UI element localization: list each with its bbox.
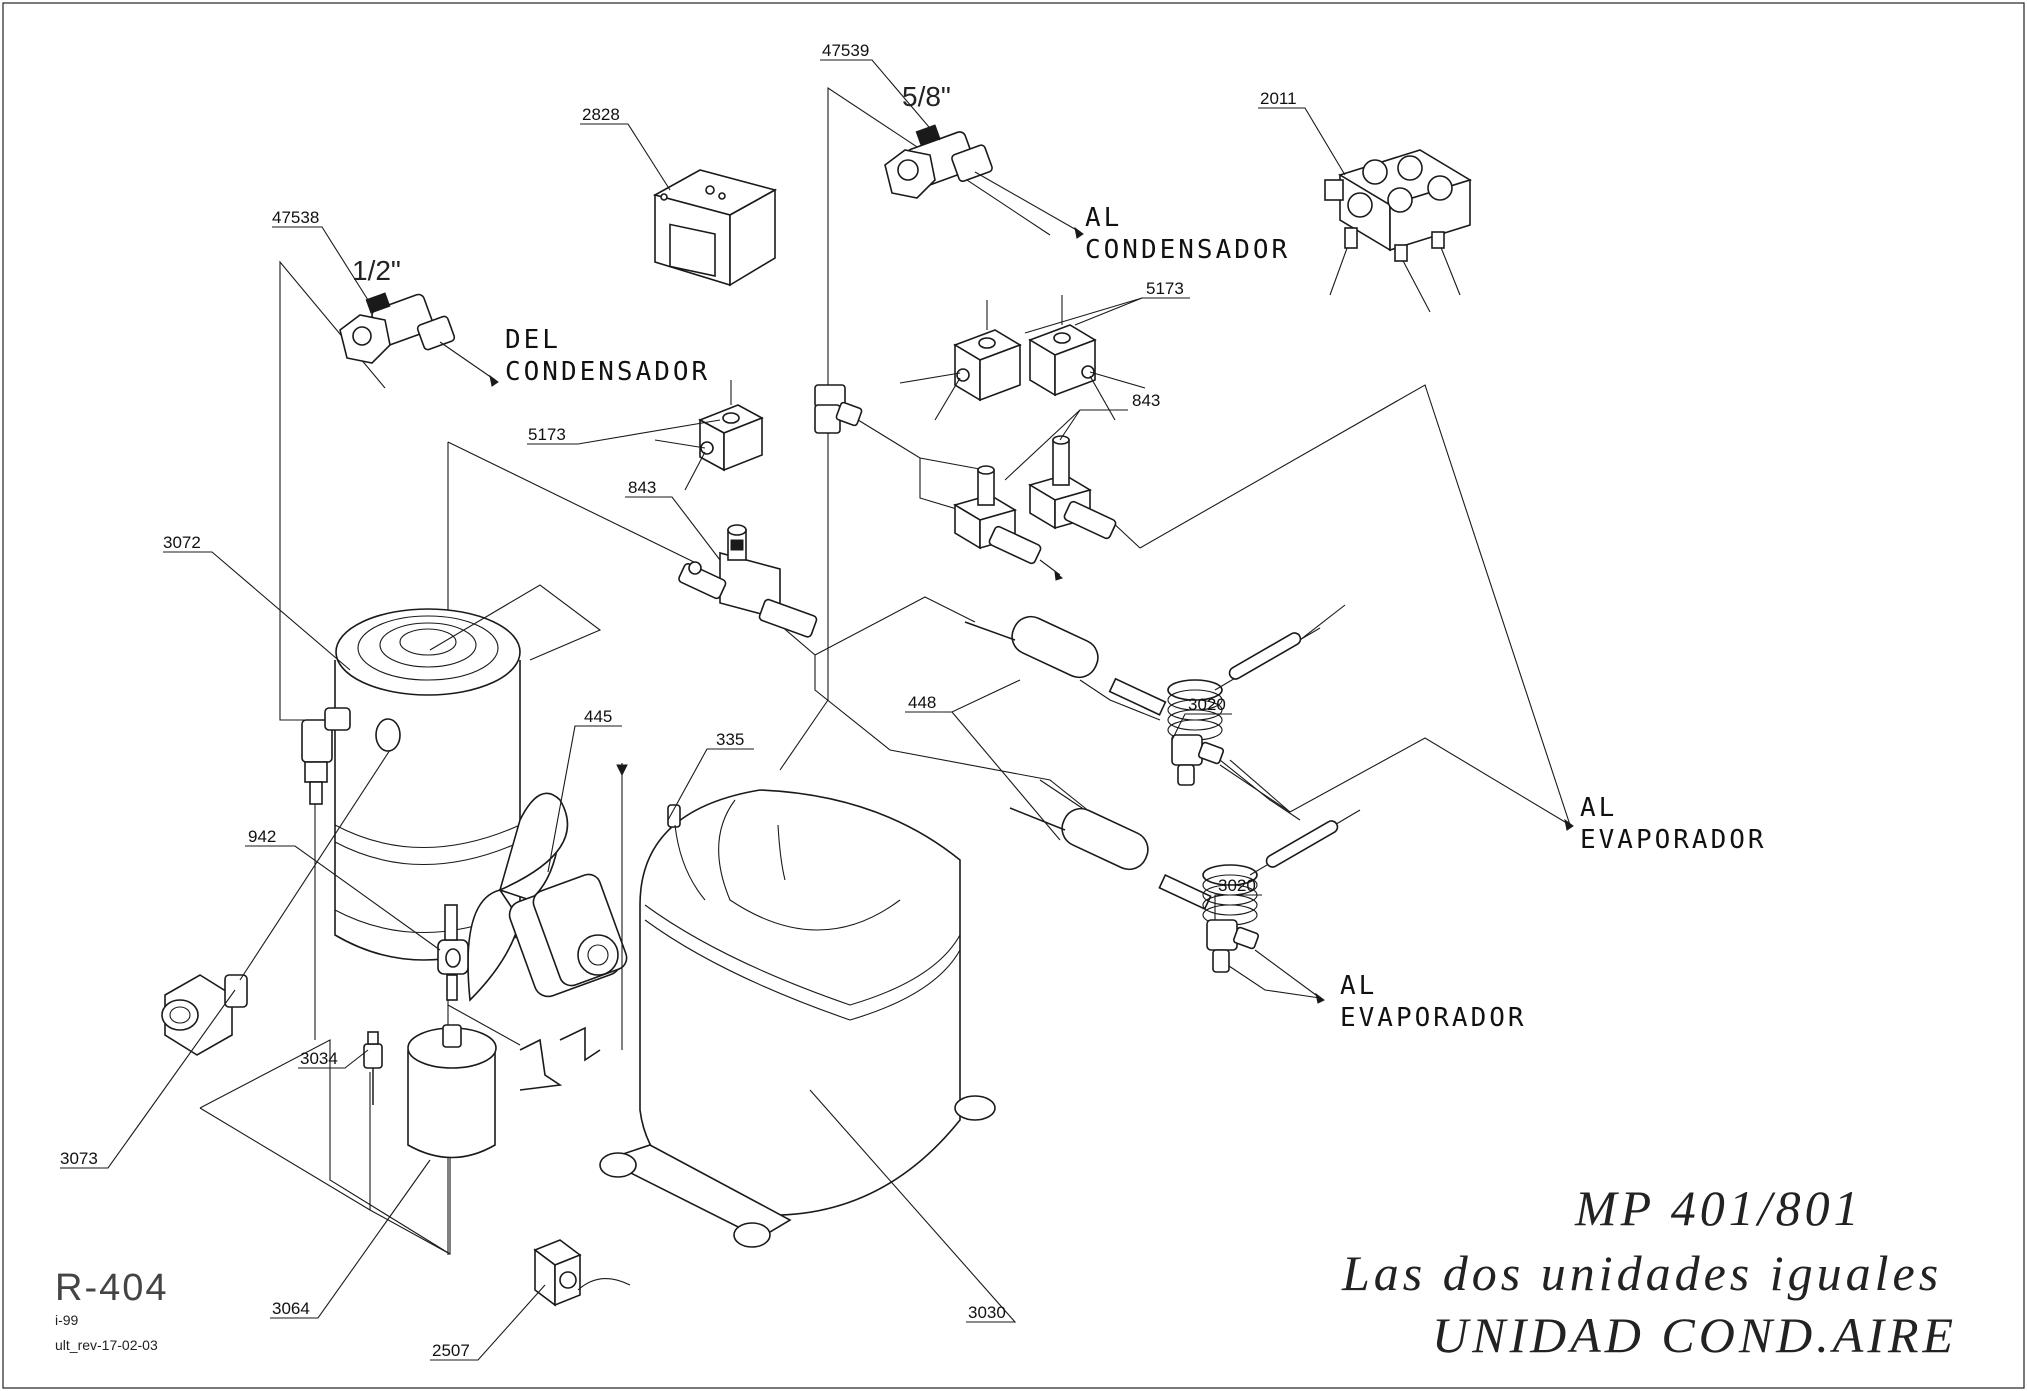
solenoid-valve-body-left [678, 524, 818, 638]
callout-2011: 2011 [1260, 89, 1297, 108]
solenoid-coil-left [654, 380, 764, 491]
double-solenoid-block [1324, 149, 1472, 313]
to-evaporator-b-line1: AL [1340, 971, 1377, 1001]
drawing-code: i-99 [55, 1312, 79, 1328]
unit-type-title: UNIDAD COND.AIRE [1432, 1307, 1957, 1363]
size-label-1-2: 1/2" [352, 255, 401, 286]
from-condenser-line1: DEL [505, 325, 561, 355]
filter-drier-upper [964, 615, 1167, 716]
callout-3072: 3072 [163, 533, 201, 552]
pipe-labels: 5/8" 1/2" AL CONDENSADOR DEL CONDENSADOR… [352, 81, 1767, 1033]
to-evaporator-a-line2: EVAPORADOR [1580, 825, 1767, 855]
callout-448: 448 [908, 693, 936, 712]
callout-5173-right: 5173 [1146, 279, 1184, 298]
solenoid-valve-body-right-1 [953, 465, 1063, 581]
callout-3020-upper: 3020 [1188, 695, 1226, 714]
callout-3073: 3073 [60, 1149, 98, 1168]
solenoid-coil-right-1 [899, 300, 1022, 421]
compressor-3030 [599, 789, 996, 1248]
solenoid-coil-right-2 [1028, 295, 1146, 421]
expansion-valve-upper [1167, 604, 1346, 786]
sight-glass-fitting [161, 749, 391, 1056]
callout-2828: 2828 [582, 105, 620, 124]
to-evaporator-b-line2: EVAPORADOR [1340, 1003, 1527, 1033]
subtitle-same-units: Las dos unidades iguales [1341, 1245, 1942, 1301]
arrow-evaporator-a [1564, 818, 1574, 831]
service-valve-5-8 [884, 124, 1084, 239]
model-title: MP 401/801 [1574, 1180, 1863, 1236]
callout-2507: 2507 [432, 1341, 470, 1360]
liquid-receiver-tank [301, 584, 602, 961]
callout-5173-left: 5173 [528, 425, 566, 444]
access-fitting-942 [437, 904, 469, 1001]
callout-445: 445 [584, 707, 612, 726]
to-evaporator-a-line1: AL [1580, 793, 1617, 823]
to-condenser-line2: CONDENSADOR [1085, 235, 1290, 265]
callout-3064: 3064 [272, 1299, 310, 1318]
callout-3034: 3034 [300, 1049, 338, 1068]
callouts: 47539 2828 2011 47538 5173 5173 843 843 … [60, 41, 1297, 1360]
refrigerant-label: R-404 [55, 1267, 169, 1309]
size-label-5-8: 5/8" [902, 81, 951, 112]
service-valve-1-2 [339, 292, 499, 387]
thermostat-2507 [533, 1239, 631, 1307]
callout-leaders [60, 59, 1346, 1361]
title-block: MP 401/801 Las dos unidades iguales UNID… [55, 1180, 1957, 1363]
solenoid-valve-body-right-2 [1028, 435, 1117, 540]
piping-lines [199, 86, 1571, 1255]
tee-fitting [814, 384, 863, 434]
callout-3020-lower: 3020 [1218, 876, 1256, 895]
expansion-valve-lower [1202, 809, 1361, 1004]
callout-843-right: 843 [1132, 391, 1160, 410]
filter-drier-lower [1009, 807, 1212, 910]
callout-843-left: 843 [628, 478, 656, 497]
start-capacitor [407, 1024, 497, 1159]
callout-3030: 3030 [968, 1303, 1006, 1322]
callout-47539: 47539 [822, 41, 869, 60]
pressure-control-box [652, 169, 778, 287]
revision-label: ult_rev-17-02-03 [55, 1337, 158, 1353]
pressure-switch-3034 [363, 1031, 383, 1105]
callout-47538: 47538 [272, 208, 319, 227]
condenser-fan-motor [467, 763, 628, 1091]
to-condenser-line1: AL [1085, 203, 1122, 233]
callout-942: 942 [248, 827, 276, 846]
from-condenser-line2: CONDENSADOR [505, 357, 710, 387]
callout-335: 335 [716, 730, 744, 749]
